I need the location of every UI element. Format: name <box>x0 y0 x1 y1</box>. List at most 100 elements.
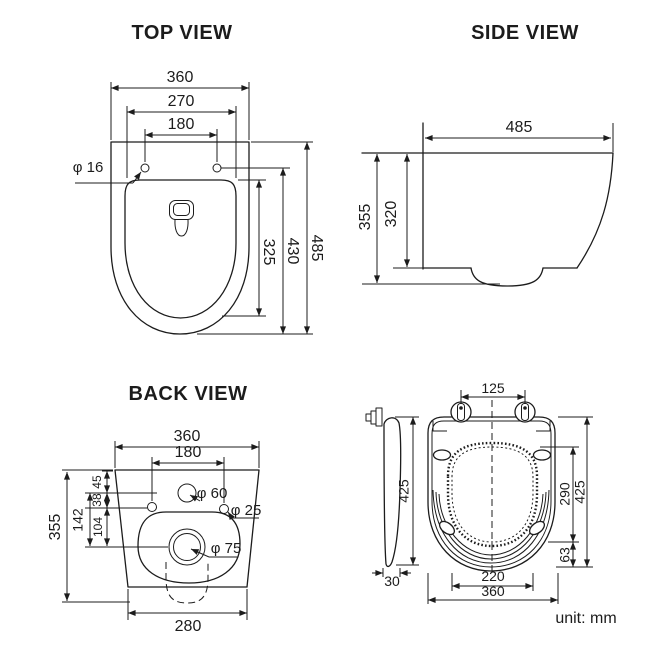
seat-profile-outline <box>383 417 402 568</box>
seat-bumper-top-left <box>432 449 452 461</box>
dim-top-270: 270 <box>126 93 237 178</box>
top-view-flush-lobe <box>174 219 189 237</box>
unit-note: unit: mm <box>555 610 616 627</box>
dim-label: 38 <box>90 493 104 507</box>
dim-back-fixing-hole: φ 25 <box>227 502 262 521</box>
seat-hinge-bolt-mid <box>370 410 377 425</box>
dim-label: 360 <box>174 428 201 445</box>
seat-bumper-bottom-right <box>528 520 546 536</box>
seat-left-hinge-pin <box>457 403 465 421</box>
dim-seat-425-side: 425 <box>395 416 419 566</box>
dim-label: 355 <box>47 514 64 541</box>
dim-top-430: 430 <box>197 167 313 335</box>
dim-label: 280 <box>175 618 202 635</box>
side-view-front-curve <box>576 152 614 269</box>
dim-label: 45 <box>90 475 104 489</box>
dim-label: φ 16 <box>73 159 104 176</box>
seat-bumper-bottom-left <box>438 520 456 536</box>
dim-label: 425 <box>396 479 412 503</box>
seat-left-hinge <box>450 401 472 423</box>
dim-label: 142 <box>70 508 86 532</box>
dim-back-45: 45 <box>90 470 113 493</box>
dim-label: 104 <box>91 517 105 537</box>
dim-seat-30: 30 <box>372 568 411 589</box>
seat-outline-outer <box>427 416 556 572</box>
dim-side-320: 320 <box>383 154 411 267</box>
dim-label: 430 <box>284 238 301 265</box>
dim-top-360: 360 <box>110 69 250 140</box>
seat-opening-inner <box>451 446 534 543</box>
seat-hinge-bolt-flange <box>375 407 383 427</box>
dim-label: 220 <box>481 568 505 584</box>
back-view: BACK VIEW 360 180 <box>47 383 261 635</box>
top-view: TOP VIEW 360 270 180 <box>73 22 325 335</box>
dim-label: 180 <box>175 444 202 461</box>
dim-label: 485 <box>308 235 325 262</box>
seat-top-view <box>427 400 556 576</box>
side-view: SIDE VIEW 485 355 320 <box>357 22 614 287</box>
dim-label: 325 <box>260 239 277 266</box>
dim-label: 63 <box>557 547 573 563</box>
side-view-title: SIDE VIEW <box>471 22 579 44</box>
dim-label: φ 75 <box>211 540 242 557</box>
dim-seat-425-top: 425 <box>558 416 593 567</box>
seat-opening-outline <box>446 441 539 548</box>
dim-label: 355 <box>357 204 374 231</box>
back-view-title: BACK VIEW <box>129 383 248 405</box>
dim-label: 270 <box>168 93 195 110</box>
dim-seat-125: 125 <box>460 380 526 403</box>
top-view-flush-inner <box>173 203 190 216</box>
dim-side-355: 355 <box>357 154 381 283</box>
dim-side-485: 485 <box>425 119 614 152</box>
dim-label: 290 <box>557 482 573 506</box>
dim-label: 360 <box>167 69 194 86</box>
top-view-body-outline <box>110 141 250 335</box>
seat-right-notch <box>536 421 551 432</box>
dim-top-180: 180 <box>144 116 218 162</box>
dim-label: 125 <box>481 380 505 396</box>
dim-back-38: 38 <box>90 493 111 508</box>
seat-contour-3 <box>438 493 544 556</box>
dim-back-280: 280 <box>127 589 248 635</box>
dim-back-104: 104 <box>91 508 111 546</box>
back-view-supply-hole <box>177 483 197 503</box>
seat-side-profile <box>365 407 402 568</box>
dim-label: φ 25 <box>231 502 262 519</box>
top-view-seat-outline <box>124 179 237 319</box>
back-view-bowl-outline <box>137 511 241 584</box>
seat-left-hinge-dot <box>459 406 463 410</box>
dim-seat-290: 290 <box>540 446 579 543</box>
dim-top-485: 485 <box>251 141 325 334</box>
back-view-right-fixing-hole <box>219 504 229 514</box>
dim-back-180: 180 <box>151 444 225 503</box>
side-view-trap-bulge <box>470 267 544 287</box>
top-view-right-hole <box>212 163 222 173</box>
dim-label: φ 60 <box>197 485 228 502</box>
dim-back-355: 355 <box>47 472 71 601</box>
dim-seat-360: 360 <box>427 573 559 604</box>
dim-back-360: 360 <box>114 428 260 468</box>
seat-right-hinge <box>514 401 536 423</box>
dim-label: 30 <box>384 573 400 589</box>
dim-label: 360 <box>481 583 505 599</box>
seat-right-hinge-dot <box>523 406 527 410</box>
seat-right-hinge-pin <box>521 403 529 421</box>
dim-back-waste-hole: φ 75 <box>190 540 242 558</box>
dim-label: 180 <box>168 116 195 133</box>
dim-label: 425 <box>572 480 588 504</box>
dim-label: 485 <box>506 119 533 136</box>
dim-top-hole-diameter: φ 16 <box>73 159 142 184</box>
back-view-left-fixing-hole <box>147 502 157 512</box>
top-view-flush-outline <box>169 200 194 220</box>
back-view-waste-hole-outer <box>168 528 206 566</box>
back-view-waste-hole-inner <box>173 533 201 561</box>
back-view-trap-dashed <box>165 562 209 604</box>
seat-outline-inner <box>431 420 552 568</box>
back-view-body-outline <box>114 469 260 588</box>
dim-label: 320 <box>383 201 400 228</box>
dim-seat-220: 220 <box>451 568 534 591</box>
dim-back-142: 142 <box>70 493 94 546</box>
seat-bumper-top-right <box>532 449 552 461</box>
